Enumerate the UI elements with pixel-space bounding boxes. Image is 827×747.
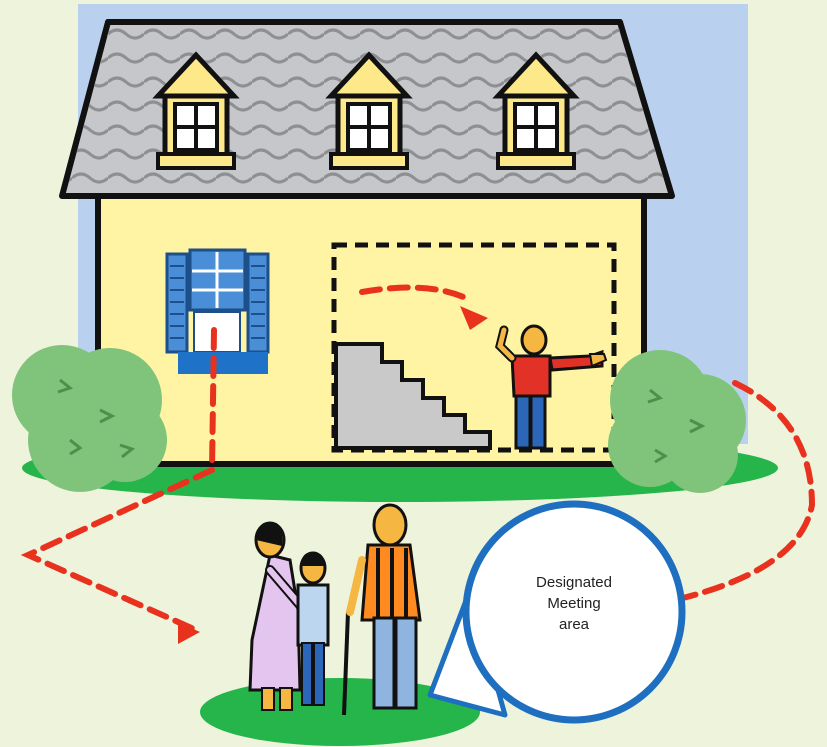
child-icon <box>298 552 328 705</box>
meeting-area-label-line-1: Designated <box>500 572 648 593</box>
shuttered-window <box>167 250 268 374</box>
meeting-area-label: Designated Meeting area <box>500 572 648 635</box>
meeting-area-label-line-3: area <box>500 614 648 635</box>
meeting-area-label-line-2: Meeting <box>500 593 648 614</box>
